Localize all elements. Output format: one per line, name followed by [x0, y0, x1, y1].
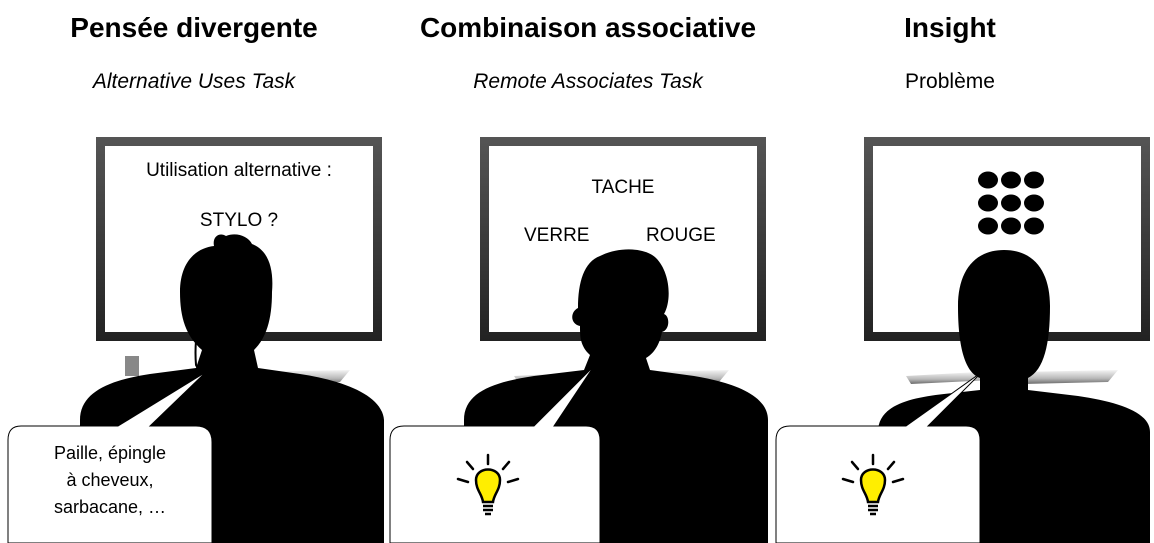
- puzzle-dot: [1001, 194, 1021, 212]
- puzzle-dot: [1001, 217, 1021, 235]
- answer-line: Paille, épingle: [53, 443, 167, 463]
- panel-subtitle: Problème: [905, 70, 995, 93]
- screen-word-left: VERRE: [524, 225, 590, 246]
- puzzle-dot: [1024, 217, 1044, 235]
- scene-illustration: [7, 137, 384, 543]
- panel-divergent-thinking: Pensée divergente Alternative Uses Task …: [0, 0, 384, 543]
- monitor: [480, 137, 766, 384]
- puzzle-dot: [1024, 194, 1044, 212]
- puzzle-dot: [1001, 171, 1021, 189]
- speech-bubble: [389, 365, 601, 543]
- screen-target-word: STYLO ?: [199, 210, 279, 231]
- panel-title: Insight: [904, 12, 996, 43]
- screen-word-right: ROUGE: [646, 225, 716, 246]
- monitor-stand-right: [1018, 370, 1118, 384]
- answer-line: sarbacane, …: [53, 497, 167, 517]
- panel-subtitle: Alternative Uses Task: [92, 70, 296, 93]
- answer-line: à cheveux,: [66, 470, 154, 490]
- puzzle-dot: [978, 194, 998, 212]
- screen-prompt-line: Utilisation alternative :: [146, 160, 332, 181]
- panel-subtitle: Remote Associates Task: [473, 70, 703, 93]
- panel-associative-combination: Combinaison associative Remote Associate…: [384, 0, 768, 543]
- panel-title: Pensée divergente: [70, 12, 318, 43]
- nine-dot-puzzle: [978, 171, 1044, 235]
- puzzle-dot: [978, 217, 998, 235]
- panel-insight: Insight Problème: [768, 0, 1152, 543]
- puzzle-dot: [978, 171, 998, 189]
- scene-illustration: [775, 137, 1150, 543]
- screen-word-top: TACHE: [591, 177, 655, 198]
- panel-title: Combinaison associative: [419, 12, 757, 43]
- scene-illustration: [389, 137, 768, 543]
- speech-bubble: [7, 371, 213, 543]
- puzzle-dot: [1024, 171, 1044, 189]
- bubble-answers: Paille, épingle à cheveux, sarbacane, …: [8, 440, 212, 521]
- speech-bubble: [775, 371, 983, 543]
